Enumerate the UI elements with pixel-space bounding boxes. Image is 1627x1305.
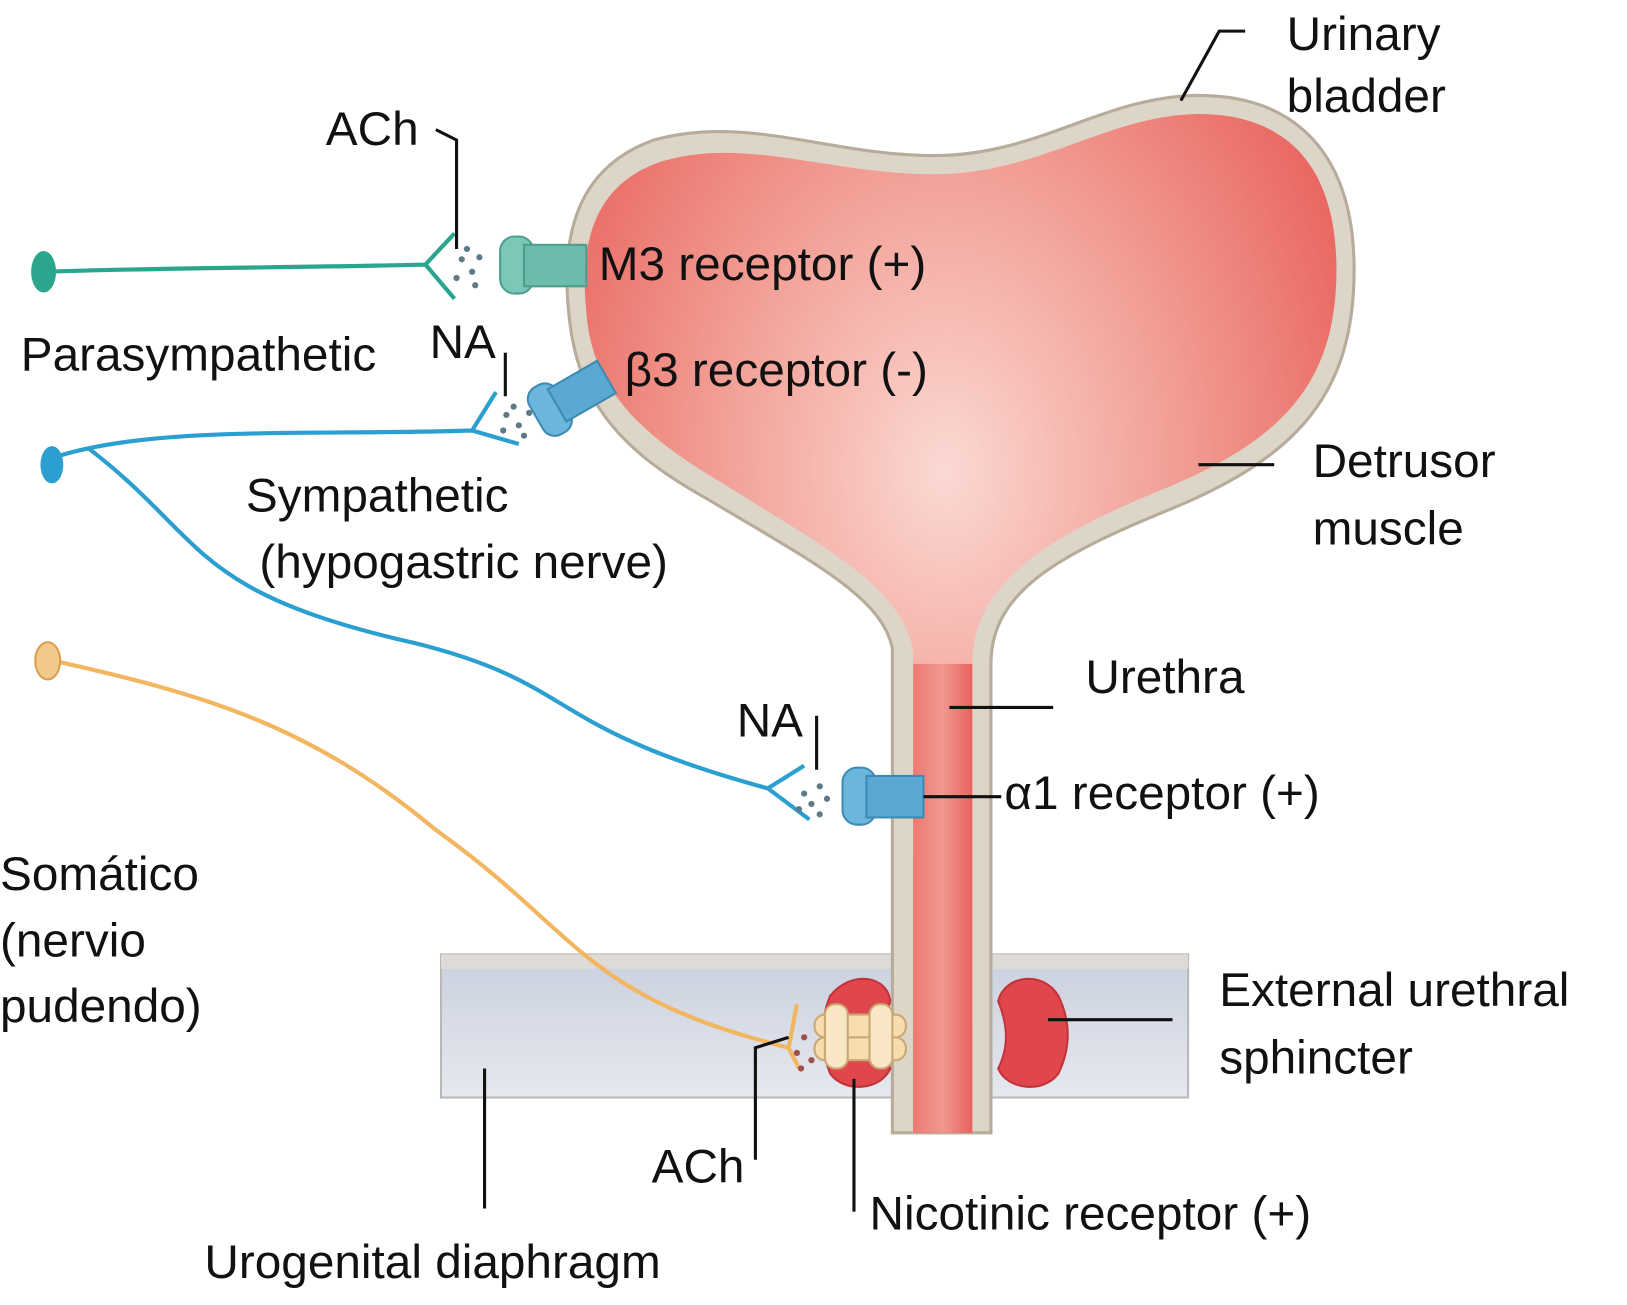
label-somatic-1: Somático xyxy=(0,848,199,901)
label-detrusor-2: muscle xyxy=(1313,503,1464,556)
beta3-receptor xyxy=(526,359,618,437)
label-ach-bottom: ACh xyxy=(652,1141,745,1194)
label-detrusor-1: Detrusor xyxy=(1313,435,1496,488)
label-m3-receptor: M3 receptor (+) xyxy=(599,238,927,291)
sympathetic-nerve xyxy=(40,391,811,822)
neurotransmitter-dots xyxy=(453,245,831,1072)
label-na-bottom: NA xyxy=(737,695,803,748)
label-somatic-3: pudendo) xyxy=(0,980,202,1033)
label-nicotinic-receptor: Nicotinic receptor (+) xyxy=(870,1187,1312,1240)
external-sphincter-right xyxy=(997,977,1069,1088)
alpha1-receptor xyxy=(841,766,925,826)
bladder-lumen xyxy=(584,114,1337,1133)
urethra-lumen xyxy=(913,663,973,1133)
label-na-top: NA xyxy=(430,316,496,369)
nicotinic-receptor xyxy=(813,1003,907,1070)
label-urethra: Urethra xyxy=(1085,651,1245,704)
leader-lines xyxy=(435,29,1275,1212)
label-urinary-bladder-1: Urinary xyxy=(1287,8,1441,61)
label-sympathetic-2: (hypogastric nerve) xyxy=(259,536,667,589)
m3-receptor xyxy=(499,235,588,295)
label-parasympathetic: Parasympathetic xyxy=(21,328,376,381)
label-external-sphincter-1: External urethral xyxy=(1219,964,1569,1017)
label-somatic-2: (nervio xyxy=(0,914,146,967)
label-alpha1-receptor: α1 receptor (+) xyxy=(1004,767,1319,820)
label-beta3-receptor: β3 receptor (-) xyxy=(625,344,928,397)
label-urogenital-diaphragm: Urogenital diaphragm xyxy=(204,1236,660,1289)
label-sympathetic-1: Sympathetic xyxy=(246,469,509,522)
label-ach-top: ACh xyxy=(326,103,419,156)
label-urinary-bladder-2: bladder xyxy=(1287,70,1446,123)
somatic-nerve xyxy=(34,641,801,1070)
parasympathetic-nerve xyxy=(31,231,457,301)
label-external-sphincter-2: sphincter xyxy=(1219,1032,1413,1085)
